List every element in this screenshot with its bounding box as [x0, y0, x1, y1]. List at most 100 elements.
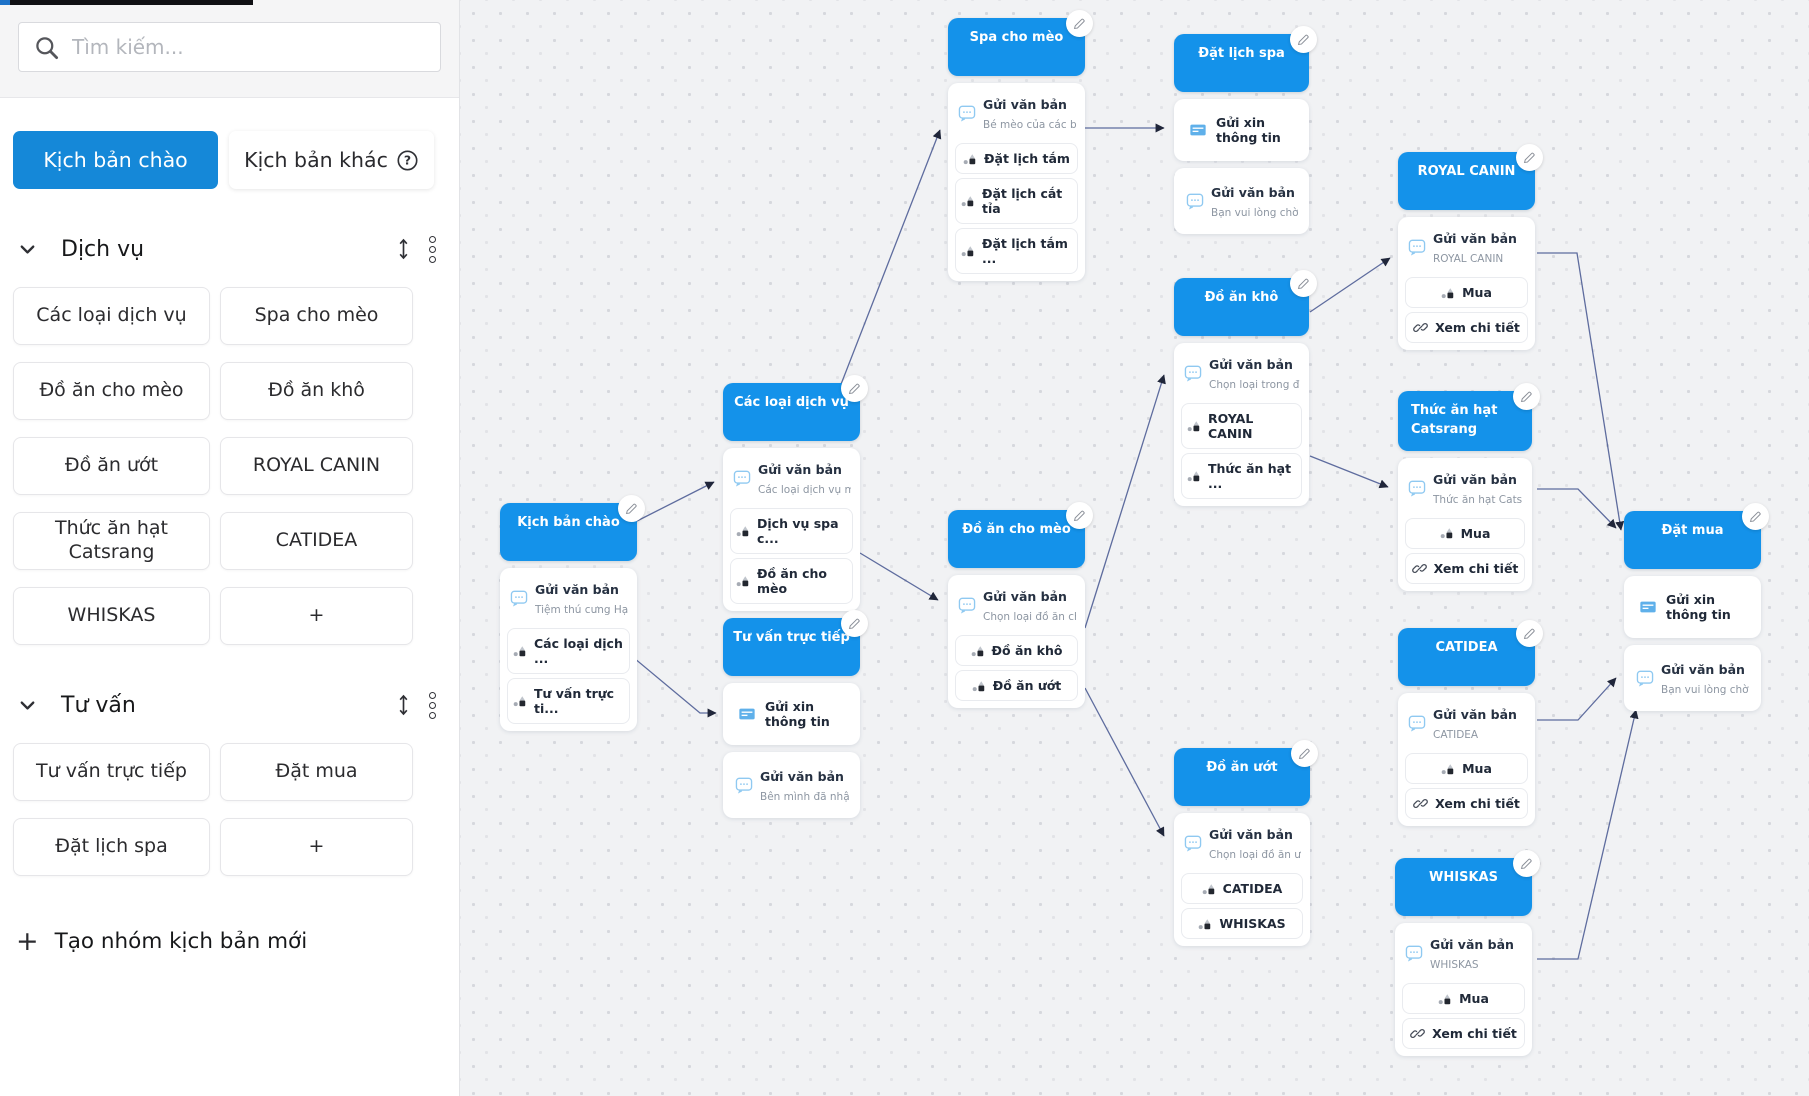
- scenario-button-đặt-mua[interactable]: Đặt mua: [220, 743, 413, 801]
- scenario-button-catidea[interactable]: CATIDEA: [220, 512, 413, 570]
- button-block[interactable]: Mua: [1405, 517, 1525, 549]
- node-title[interactable]: Kịch bản chào: [500, 495, 645, 561]
- edit-pencil-icon[interactable]: [1291, 740, 1318, 767]
- button-block[interactable]: Tư vấn trực ti...: [507, 678, 630, 724]
- tab-kich-ban-chao[interactable]: Kịch bản chào: [13, 131, 218, 189]
- resize-vertical-icon[interactable]: [396, 693, 411, 717]
- edit-pencil-icon[interactable]: [1290, 270, 1317, 297]
- chevron-down-icon[interactable]: [16, 238, 39, 261]
- scenario-button-đồ-ăn-khô[interactable]: Đồ ăn khô: [220, 362, 413, 420]
- edit-pencil-icon[interactable]: [1066, 10, 1093, 37]
- edit-pencil-icon[interactable]: [1742, 503, 1769, 530]
- button-block[interactable]: Đồ ăn khô: [955, 635, 1078, 666]
- edit-pencil-icon[interactable]: [1066, 502, 1093, 529]
- button-block[interactable]: Đồ ăn ướt: [955, 670, 1078, 701]
- edit-pencil-icon[interactable]: [1516, 620, 1543, 647]
- node-title[interactable]: ROYAL CANIN: [1398, 144, 1543, 210]
- resize-vertical-icon[interactable]: [396, 237, 411, 261]
- scenario-button-whiskas[interactable]: WHISKAS: [13, 587, 210, 645]
- button-block[interactable]: Mua: [1405, 277, 1528, 308]
- node-title[interactable]: Đồ ăn cho mèo: [948, 502, 1093, 568]
- kebab-menu-icon[interactable]: [426, 233, 439, 266]
- create-group-button[interactable]: + Tạo nhóm kịch bản mới: [16, 928, 459, 955]
- button-block[interactable]: Mua: [1405, 753, 1528, 784]
- link-block[interactable]: Xem chi tiết: [1405, 788, 1528, 819]
- request-info-block[interactable]: Gửi xin thông tin: [1177, 102, 1306, 158]
- search-input[interactable]: [72, 35, 426, 59]
- scenario-button-đặt-lịch-spa[interactable]: Đặt lịch spa: [13, 818, 210, 876]
- add-scenario-button[interactable]: +: [220, 587, 413, 645]
- scenario-button-tư-vấn-trực-tiếp[interactable]: Tư vấn trực tiếp: [13, 743, 210, 801]
- node-title[interactable]: Đặt lịch spa: [1174, 26, 1317, 92]
- scenario-button-spa-cho-mèo[interactable]: Spa cho mèo: [220, 287, 413, 345]
- edit-pencil-icon[interactable]: [841, 610, 868, 637]
- button-block[interactable]: WHISKAS: [1181, 908, 1303, 939]
- edit-pencil-icon[interactable]: [1513, 850, 1540, 877]
- scenario-button-đồ-ăn-cho-mèo[interactable]: Đồ ăn cho mèo: [13, 362, 210, 420]
- edit-pencil-icon[interactable]: [618, 495, 645, 522]
- node-title[interactable]: Spa cho mèo: [948, 10, 1093, 76]
- button-block[interactable]: CATIDEA: [1181, 873, 1303, 904]
- node-title[interactable]: WHISKAS: [1395, 850, 1540, 916]
- kebab-menu-icon[interactable]: [426, 689, 439, 722]
- button-block[interactable]: Đặt lịch cắt tỉa: [955, 178, 1078, 224]
- request-info-block[interactable]: Gửi xin thông tin: [726, 686, 857, 742]
- node-title[interactable]: CATIDEA: [1398, 620, 1543, 686]
- button-block[interactable]: Mua: [1402, 983, 1525, 1014]
- request-info-block[interactable]: Gửi xin thông tin: [1627, 579, 1758, 635]
- button-block[interactable]: Thức ăn hạt ...: [1181, 453, 1302, 499]
- chevron-down-icon[interactable]: [16, 694, 39, 717]
- node-title[interactable]: Thức ăn hạt Catsrang: [1398, 383, 1540, 451]
- search-box[interactable]: [18, 22, 441, 72]
- node-title[interactable]: Tư vấn trực tiếp: [723, 610, 868, 676]
- scenario-button-thức-ăn-hạt-catsrang[interactable]: Thức ăn hạt Catsrang: [13, 512, 210, 570]
- link-block[interactable]: Xem chi tiết: [1402, 1018, 1525, 1049]
- node-title[interactable]: Đồ ăn khô: [1174, 270, 1317, 336]
- scenario-button-các-loại-dịch-vụ[interactable]: Các loại dịch vụ: [13, 287, 210, 345]
- button-block[interactable]: Các loại dịch ...: [507, 628, 630, 674]
- scenario-button-đồ-ăn-ướt[interactable]: Đồ ăn ướt: [13, 437, 210, 495]
- edit-pencil-icon[interactable]: [1513, 383, 1540, 410]
- button-block[interactable]: Dịch vụ spa c...: [730, 508, 853, 554]
- tab-kich-ban-khac[interactable]: Kịch bản khác?: [229, 131, 434, 189]
- node-title[interactable]: Đặt mua: [1624, 503, 1769, 569]
- button-block[interactable]: Đặt lịch tắm: [955, 143, 1078, 174]
- button-block[interactable]: Đặt lịch tắm ...: [955, 228, 1078, 274]
- button-block[interactable]: Đồ ăn cho mèo: [730, 558, 853, 604]
- edit-pencil-icon[interactable]: [1290, 26, 1317, 53]
- edit-pencil-icon[interactable]: [841, 375, 868, 402]
- add-scenario-button[interactable]: +: [220, 818, 413, 876]
- node-title[interactable]: Đồ ăn ướt: [1174, 740, 1318, 806]
- link-block[interactable]: Xem chi tiết: [1405, 552, 1525, 584]
- edit-pencil-icon[interactable]: [1516, 144, 1543, 171]
- scenario-button-royal-canin[interactable]: ROYAL CANIN: [220, 437, 413, 495]
- button-block[interactable]: ROYAL CANIN: [1181, 403, 1302, 449]
- link-block[interactable]: Xem chi tiết: [1405, 312, 1528, 343]
